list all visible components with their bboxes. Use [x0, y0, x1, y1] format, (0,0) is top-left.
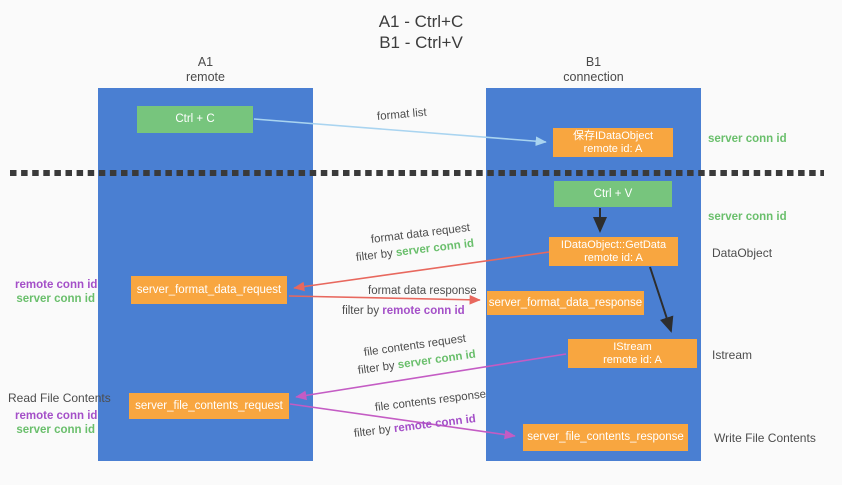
annotation-server-conn-id-top: server conn id	[708, 133, 787, 145]
node-file-response-label: server_file_contents_response	[527, 431, 684, 443]
filter-by-text: filter by	[355, 247, 397, 264]
column-header-b1: B1 connection	[486, 55, 701, 85]
column-b1-name: B1	[585, 55, 602, 69]
annotation-remote-conn-id: remote conn id	[15, 279, 98, 291]
node-format-response-label: server_format_data_response	[488, 296, 643, 309]
filter-by-text: filter by	[353, 423, 395, 440]
annotation-istream: Istream	[712, 348, 753, 362]
column-header-a1: A1 remote	[98, 55, 313, 85]
annotation-dataobject: DataObject	[712, 246, 773, 260]
column-a1-name: A1	[197, 55, 214, 69]
annotation-read-file-contents: Read File Contents	[8, 391, 111, 405]
annotation-remote-conn-id: remote conn id	[15, 410, 98, 422]
node-istream-line2: remote id: A	[603, 353, 662, 366]
edge-label-file-contents-response: file contents response	[374, 388, 487, 414]
remote-conn-id-text: remote conn id	[382, 305, 465, 317]
annotation-conn-ids-file: remote conn id server conn id	[15, 409, 98, 437]
annotation-server-conn-id: server conn id	[16, 424, 95, 436]
remote-conn-id-text: remote conn id	[393, 413, 477, 436]
title-line-2: B1 - Ctrl+V	[379, 33, 463, 52]
node-idataobject-getdata: IDataObject::GetData remote id: A	[549, 237, 678, 266]
title-line-1: A1 - Ctrl+C	[378, 12, 464, 31]
filter-by-text: filter by	[357, 359, 399, 377]
node-server-format-data-response: server_format_data_response	[487, 291, 644, 315]
node-save-idataobject-line2: remote id: A	[583, 142, 643, 155]
column-b1-subtitle: connection	[563, 70, 624, 84]
node-file-request-label: server_file_contents_request	[135, 399, 283, 412]
node-server-file-contents-response: server_file_contents_response	[523, 424, 688, 451]
node-ctrl-c-label: Ctrl + C	[175, 113, 215, 125]
annotation-server-conn-id-mid: server conn id	[708, 211, 787, 223]
node-istream-line1: IStream	[613, 340, 652, 353]
edge-label-format-list: format list	[376, 106, 428, 123]
node-getdata-line2: remote id: A	[584, 251, 643, 264]
node-server-file-contents-request: server_file_contents_request	[129, 393, 289, 419]
edge-label-filter-by-remote-conn-id-1: filter by remote conn id	[342, 305, 465, 317]
annotation-write-file-contents: Write File Contents	[714, 431, 816, 445]
node-ctrl-v-label: Ctrl + V	[593, 187, 633, 200]
annotation-server-conn-id: server conn id	[16, 293, 95, 305]
node-istream: IStream remote id: A	[568, 339, 697, 368]
diagram-title: A1 - Ctrl+C B1 - Ctrl+V	[0, 11, 842, 53]
node-server-format-data-request: server_format_data_request	[131, 276, 287, 304]
column-a1-subtitle: remote	[186, 70, 225, 84]
node-save-idataobject: 保存IDataObject remote id: A	[553, 128, 673, 157]
annotation-conn-ids-format: remote conn id server conn id	[15, 278, 98, 306]
filter-by-text: filter by	[342, 305, 383, 317]
node-ctrl-c: Ctrl + C	[137, 106, 253, 133]
node-save-idataobject-line1: 保存IDataObject	[572, 129, 654, 142]
node-format-request-label: server_format_data_request	[136, 283, 282, 296]
edge-label-format-data-response: format data response	[368, 285, 477, 297]
edge-label-filter-by-remote-conn-id-2: filter by remote conn id	[353, 413, 476, 440]
node-getdata-line1: IDataObject::GetData	[560, 238, 667, 251]
node-ctrl-v: Ctrl + V	[554, 181, 672, 207]
